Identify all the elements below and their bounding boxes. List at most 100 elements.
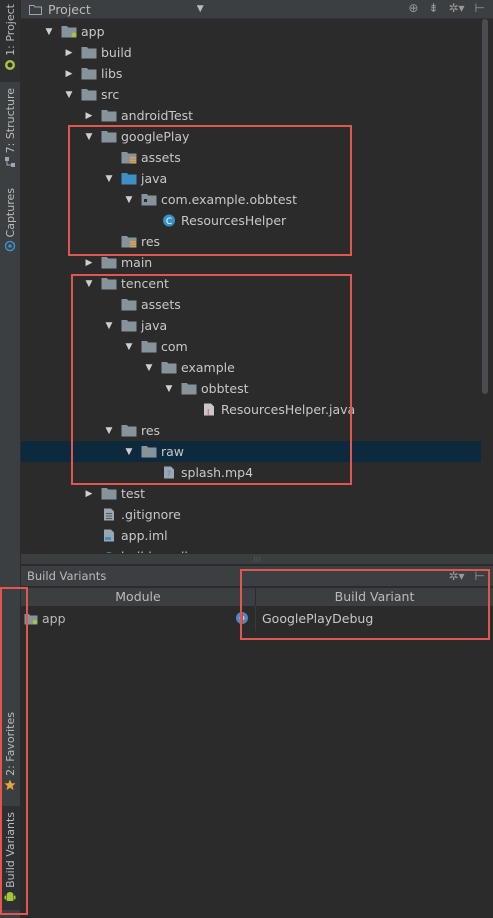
scroll-from-source-icon[interactable]: ⊕	[408, 1, 419, 15]
tree-item-label: .gitignore	[121, 507, 181, 522]
tree-item-label: example	[181, 360, 235, 375]
tree-item-label: main	[121, 255, 153, 270]
build-variant-value[interactable]: GooglePlayDebug	[262, 611, 374, 626]
tab-captures-label: Captures	[3, 188, 17, 238]
tree-item[interactable]: .gitignore	[21, 504, 481, 525]
project-header-toolbar: ⊕ ⇟ ✲▾ ⊢	[408, 1, 485, 15]
tree-item-label: java	[141, 171, 168, 186]
gear-icon[interactable]: ✲▾	[448, 569, 465, 583]
build-variants-title: Build Variants	[27, 569, 107, 583]
table-row[interactable]: app GooglePlayDebug	[21, 606, 493, 631]
tree-item[interactable]: ▶libs	[21, 63, 481, 84]
collapse-arrow-icon[interactable]: ▼	[125, 194, 133, 205]
tree-item-label: assets	[141, 297, 181, 312]
hide-panel-icon[interactable]: ⊢	[474, 569, 485, 583]
tab-structure[interactable]: 7: Structure	[0, 88, 20, 174]
tree-item[interactable]: ▼ com	[21, 336, 481, 357]
folder-icon	[81, 46, 97, 59]
package-icon	[141, 193, 157, 206]
column-header-module[interactable]: Module	[21, 588, 256, 606]
tab-project[interactable]: 1: Project	[0, 0, 20, 82]
tree-item[interactable]: assets	[21, 294, 481, 315]
tree-item[interactable]: ▼ raw	[21, 441, 481, 462]
collapse-arrow-icon[interactable]: ▼	[125, 341, 133, 352]
tree-item[interactable]: ▼com.example.obbtest	[21, 189, 481, 210]
module-folder-icon	[24, 613, 38, 624]
tree-item[interactable]: ▼res	[21, 420, 481, 441]
tree-item[interactable]: ▼ obbtest	[21, 378, 481, 399]
folder-icon	[101, 130, 117, 143]
folder-icon	[141, 445, 157, 458]
module-folder-icon	[61, 25, 77, 38]
column-header-build-variant[interactable]: Build Variant	[334, 589, 415, 604]
collapse-arrow-icon[interactable]: ▼	[105, 320, 113, 331]
tree-item[interactable]: ▼tencent	[21, 273, 481, 294]
collapse-arrow-icon[interactable]: ▼	[45, 26, 53, 37]
collapse-arrow-icon[interactable]: ▼	[65, 89, 73, 100]
unknown-file-icon: ?	[161, 466, 177, 479]
tool-window-strip: 1: Project 7: Structure Captures 2: Favo…	[0, 0, 21, 918]
collapse-arrow-icon[interactable]: ▼	[85, 278, 93, 289]
folder-icon	[101, 487, 117, 500]
tree-item[interactable]: assets	[21, 147, 481, 168]
collapse-arrow-icon[interactable]: ▼	[145, 362, 153, 373]
collapse-arrow-icon[interactable]: ▼	[125, 446, 133, 457]
tree-item[interactable]: app.iml	[21, 525, 481, 546]
tree-item[interactable]: res	[21, 231, 481, 252]
folder-icon	[81, 67, 97, 80]
tree-item-label: ResourcesHelper	[181, 213, 287, 228]
build-variants-toolbar: ✲▾ ⊢	[448, 569, 485, 583]
project-panel-header: Project ▼ ⊕ ⇟ ✲▾ ⊢	[21, 0, 493, 19]
tree-item-label: app.iml	[121, 528, 168, 543]
scrollbar-thumb[interactable]	[482, 19, 488, 394]
resource-folder-icon	[121, 235, 137, 248]
tab-structure-label: 7: Structure	[3, 88, 17, 154]
android-icon	[5, 59, 15, 70]
folder-icon	[101, 109, 117, 122]
collapse-arrow-icon[interactable]: ▼	[85, 131, 93, 142]
tree-item[interactable]: ▶ build	[21, 42, 481, 63]
tree-item[interactable]: ▶ main	[21, 252, 481, 273]
collapse-arrow-icon[interactable]: ▼	[165, 383, 173, 394]
tree-item-label: build	[101, 45, 132, 60]
tree-item-label: com	[161, 339, 188, 354]
tree-item[interactable]: ▼googlePlay	[21, 126, 481, 147]
expand-arrow-icon[interactable]: ▶	[65, 47, 73, 58]
gear-icon[interactable]: ✲▾	[448, 1, 465, 15]
tree-item[interactable]: ▶test	[21, 483, 481, 504]
tree-item[interactable]: ▼ java	[21, 168, 481, 189]
source-folder-icon	[121, 172, 137, 185]
expand-arrow-icon[interactable]: ▶	[65, 68, 73, 79]
tab-project-label: 1: Project	[3, 4, 17, 56]
tree-item[interactable]: ▶androidTest	[21, 105, 481, 126]
build-variants-header: Build Variants ✲▾ ⊢	[21, 566, 493, 586]
expand-arrow-icon[interactable]: ▶	[85, 110, 93, 121]
panel-splitter[interactable]: ⁝⁝⁝	[21, 553, 493, 564]
tab-favorites[interactable]: 2: Favorites	[0, 712, 20, 798]
project-tree: ▼app ▶ build ▶libs▼src▶androidTest▼googlePl…	[21, 19, 481, 554]
tree-item[interactable]: ?splash.mp4	[21, 462, 481, 483]
tree-scrollbar[interactable]	[481, 19, 489, 399]
tab-captures[interactable]: Captures	[0, 188, 20, 258]
collapse-all-icon[interactable]: ⇟	[428, 1, 439, 15]
project-view-selector[interactable]: Project ▼	[29, 2, 204, 17]
expand-arrow-icon[interactable]: ▶	[85, 257, 93, 268]
class-icon: C	[161, 214, 177, 227]
tab-build-variants[interactable]: Build Variants	[0, 806, 20, 910]
folder-icon	[81, 88, 97, 101]
tree-item-label: assets	[141, 150, 181, 165]
tree-item-label: obbtest	[201, 381, 249, 396]
collapse-arrow-icon[interactable]: ▼	[105, 425, 113, 436]
tree-item-label: raw	[161, 444, 185, 459]
expand-arrow-icon[interactable]: ▶	[85, 488, 93, 499]
collapse-arrow-icon[interactable]: ▼	[105, 173, 113, 184]
tree-item[interactable]: ▼src	[21, 84, 481, 105]
android-icon	[4, 891, 16, 901]
tree-item[interactable]: ▼ example	[21, 357, 481, 378]
hide-panel-icon[interactable]: ⊢	[474, 1, 485, 15]
tree-item[interactable]: C ResourcesHelper	[21, 210, 481, 231]
variant-selector-icon[interactable]	[235, 611, 249, 625]
tree-item[interactable]: ▼app	[21, 21, 481, 42]
tree-item[interactable]: ▼java	[21, 315, 481, 336]
